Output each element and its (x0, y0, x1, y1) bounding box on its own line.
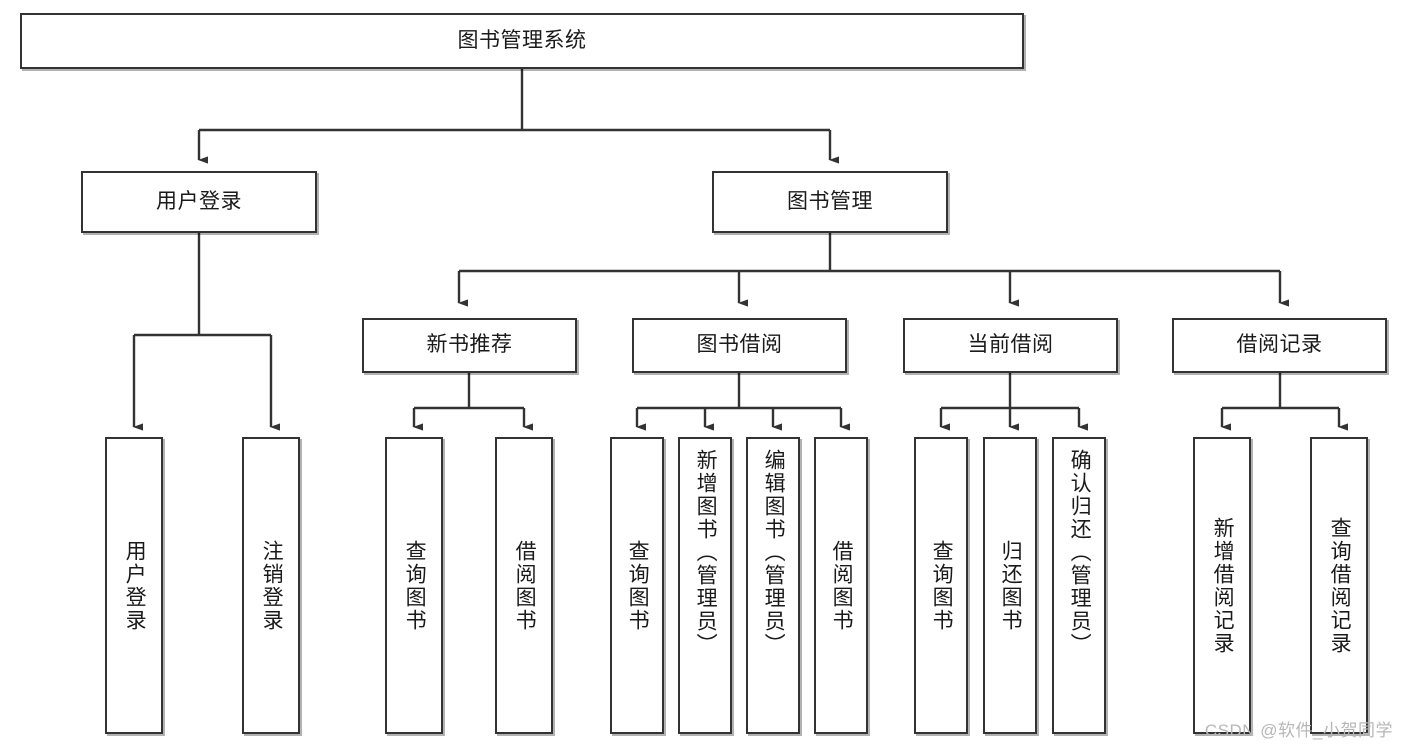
node-book-borrow[interactable]: 图书借阅 (632, 318, 847, 373)
node-borrow-record[interactable]: 借阅记录 (1172, 318, 1387, 373)
leaf-query-record[interactable]: 查询借阅记录 (1310, 437, 1368, 734)
node-book-manage[interactable]: 图书管理 (712, 171, 948, 233)
node-new-book-recommend-label: 新书推荐 (426, 333, 513, 357)
node-user-login-label: 用户登录 (156, 189, 242, 213)
leaf-query-book-2-label: 查询图书 (626, 539, 650, 632)
leaf-add-book-label: 新增图书（管理员） (694, 449, 718, 656)
leaf-confirm-return-label: 确认归还（管理员） (1068, 449, 1092, 656)
node-current-borrow[interactable]: 当前借阅 (903, 318, 1118, 373)
leaf-edit-book[interactable]: 编辑图书（管理员） (746, 437, 800, 734)
node-book-borrow-label: 图书借阅 (696, 333, 783, 357)
leaf-user-logout-label: 注销登录 (260, 539, 284, 632)
node-book-manage-label: 图书管理 (787, 189, 873, 213)
leaf-add-record-label: 新增借阅记录 (1211, 516, 1235, 655)
leaf-user-login[interactable]: 用户登录 (105, 437, 163, 734)
leaf-return-book-label: 归还图书 (999, 539, 1023, 632)
leaf-add-book[interactable]: 新增图书（管理员） (678, 437, 732, 734)
leaf-query-record-label: 查询借阅记录 (1328, 516, 1352, 655)
leaf-query-book-3-label: 查询图书 (930, 539, 954, 632)
leaf-query-book-1-label: 查询图书 (403, 539, 427, 632)
leaf-user-login-label: 用户登录 (123, 539, 147, 632)
node-user-login[interactable]: 用户登录 (81, 171, 317, 233)
node-root-label: 图书管理系统 (457, 28, 587, 52)
leaf-borrow-book-1[interactable]: 借阅图书 (495, 437, 553, 734)
leaf-user-logout[interactable]: 注销登录 (242, 437, 300, 734)
node-current-borrow-label: 当前借阅 (967, 333, 1054, 357)
leaf-edit-book-label: 编辑图书（管理员） (762, 449, 786, 656)
leaf-borrow-book-1-label: 借阅图书 (513, 539, 537, 632)
watermark: CSDN @软件_小贺同学 (1204, 721, 1393, 740)
node-root[interactable]: 图书管理系统 (20, 13, 1024, 69)
leaf-query-book-2[interactable]: 查询图书 (610, 437, 664, 734)
leaf-query-book-1[interactable]: 查询图书 (385, 437, 443, 734)
leaf-borrow-book-2-label: 借阅图书 (830, 539, 854, 632)
node-borrow-record-label: 借阅记录 (1236, 333, 1323, 357)
leaf-return-book[interactable]: 归还图书 (983, 437, 1037, 734)
leaf-borrow-book-2[interactable]: 借阅图书 (814, 437, 868, 734)
leaf-query-book-3[interactable]: 查询图书 (914, 437, 968, 734)
leaf-confirm-return[interactable]: 确认归还（管理员） (1052, 437, 1106, 734)
node-new-book-recommend[interactable]: 新书推荐 (362, 318, 577, 373)
leaf-add-record[interactable]: 新增借阅记录 (1193, 437, 1251, 734)
